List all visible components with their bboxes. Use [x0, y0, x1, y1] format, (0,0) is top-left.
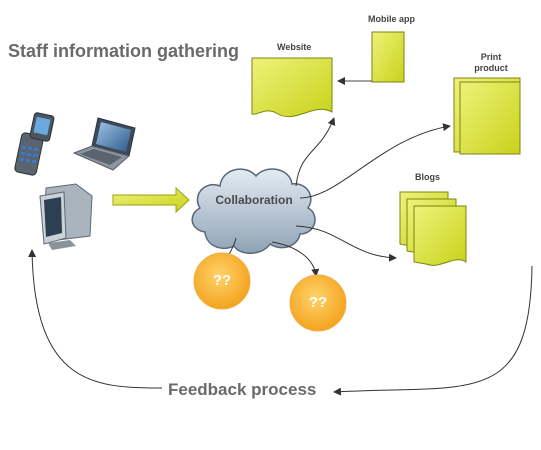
blogs-document-stack — [399, 191, 467, 266]
diagram-title: Staff information gathering — [8, 41, 239, 61]
mobile-app-box — [371, 31, 405, 83]
mobile-phone-icon — [14, 112, 55, 176]
collaboration-label: Collaboration — [215, 193, 293, 207]
print-product-label: Print product — [474, 52, 508, 73]
unknown-node-1 — [193, 252, 251, 310]
print-product-document — [453, 77, 521, 155]
feedback-label: Feedback process — [168, 380, 317, 399]
website-document — [251, 57, 333, 118]
crt-monitor-icon — [39, 183, 93, 250]
blogs-label: Blogs — [415, 172, 441, 182]
mobile-app-label: Mobile app — [368, 14, 415, 24]
input-arrow — [112, 186, 190, 214]
connector-lines — [28, 117, 533, 396]
unknown-label-1: ?? — [212, 272, 232, 289]
cloud-icon — [191, 168, 316, 254]
website-label: Website — [277, 42, 312, 52]
unknown-label-2: ?? — [308, 294, 328, 311]
laptop-icon — [72, 117, 136, 171]
unknown-node-2 — [289, 274, 347, 332]
